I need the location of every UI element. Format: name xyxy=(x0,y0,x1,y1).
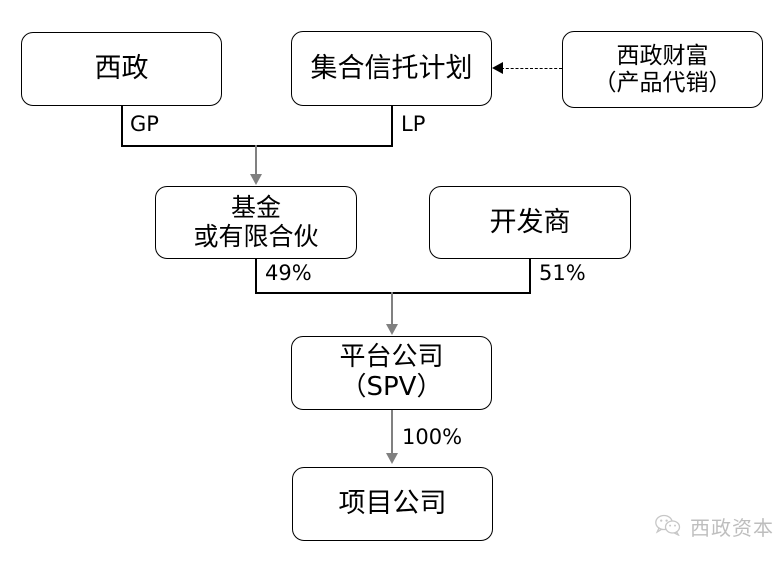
edge-label-fund-share: 49% xyxy=(265,261,312,285)
edge-label-spv-share: 100% xyxy=(402,425,463,449)
node-spv-label-line2: （SPV） xyxy=(340,372,443,402)
node-developer-label: 开发商 xyxy=(489,206,571,238)
connector-trust-drop xyxy=(391,106,393,146)
node-spv: 平台公司 （SPV） xyxy=(291,336,492,410)
edge-label-lp: LP xyxy=(401,112,426,136)
connector-wealth-to-trust xyxy=(501,68,562,69)
arrowhead-to-spv xyxy=(386,324,398,335)
connector-fund-drop xyxy=(255,259,257,293)
connector-to-fund xyxy=(255,145,257,176)
node-wealth-label-line2: （产品代销） xyxy=(593,69,732,96)
arrowhead-wealth-to-trust xyxy=(492,62,503,74)
node-project: 项目公司 xyxy=(292,467,493,541)
watermark: 西政资本 xyxy=(655,512,774,541)
wechat-icon xyxy=(655,514,681,540)
node-wealth-label-line1: 西政财富 xyxy=(616,43,709,70)
edge-label-gp: GP xyxy=(130,112,159,136)
node-fund-label-line2: 或有限合伙 xyxy=(193,221,319,251)
node-xizheng-label: 西政 xyxy=(94,53,149,85)
connector-developer-drop xyxy=(529,259,531,293)
watermark-text: 西政资本 xyxy=(690,516,774,540)
node-trust-plan: 集合信托计划 xyxy=(291,31,492,106)
node-project-label: 项目公司 xyxy=(338,488,447,520)
connector-shares-bar xyxy=(255,292,531,294)
arrowhead-to-fund xyxy=(250,174,262,185)
node-developer: 开发商 xyxy=(429,186,631,259)
node-trust-plan-label: 集合信托计划 xyxy=(310,52,473,84)
node-xizheng: 西政 xyxy=(21,32,222,106)
arrowhead-to-project xyxy=(386,453,398,464)
connector-xizheng-drop xyxy=(121,106,123,146)
node-fund: 基金 或有限合伙 xyxy=(155,186,357,259)
connector-gp-lp-bar xyxy=(121,145,393,147)
connector-to-spv xyxy=(391,292,393,325)
node-fund-label-line1: 基金 xyxy=(230,192,281,222)
node-wealth: 西政财富 （产品代销） xyxy=(562,31,763,108)
edge-label-developer-share: 51% xyxy=(539,261,586,285)
node-spv-label-line1: 平台公司 xyxy=(339,342,444,373)
connector-spv-to-project xyxy=(391,410,393,455)
